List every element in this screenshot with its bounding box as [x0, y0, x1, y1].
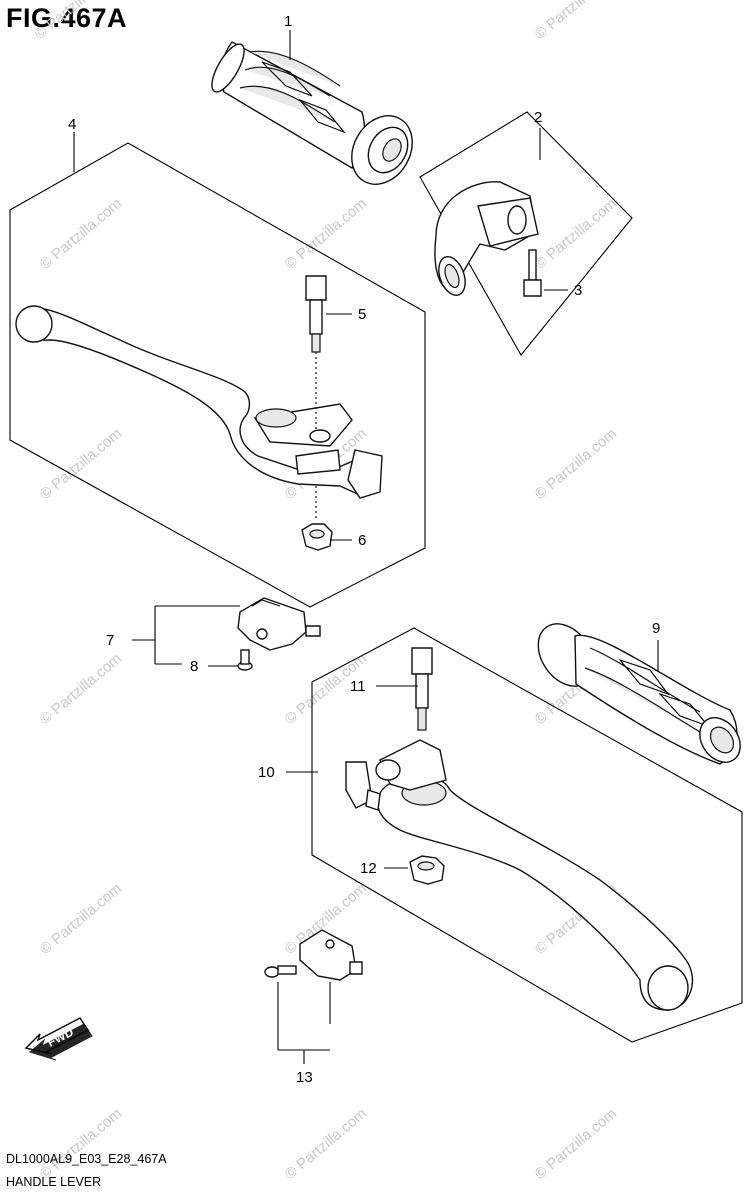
watermark: © Partzilla.com: [532, 195, 620, 273]
callout-3: 3: [574, 282, 582, 299]
stop-switch-icon[interactable]: [237, 597, 321, 651]
handlebar-grip-icon[interactable]: [527, 613, 749, 770]
watermark-layer: © Partzilla.com © Partzilla.com © Partzi…: [32, 0, 620, 1183]
callout-2: 2: [534, 109, 542, 126]
callout-10: 10: [258, 764, 275, 781]
callout-9: 9: [652, 620, 660, 637]
figure-title: FIG.467A: [6, 3, 128, 33]
callout-4: 4: [68, 116, 76, 133]
nut-icon[interactable]: [409, 855, 445, 885]
assembly-box-front-lever: [9, 142, 426, 608]
lever-holder-icon[interactable]: [434, 181, 539, 299]
callout-layer: 1 2 3 4 5 6 7 8 9 10 11 12 13: [68, 13, 660, 1086]
fwd-arrow-icon: FWD: [24, 1017, 93, 1061]
bolt-icon[interactable]: [264, 965, 297, 978]
bolt-icon[interactable]: [305, 275, 327, 430]
nut-icon[interactable]: [301, 486, 333, 551]
watermark: © Partzilla.com: [37, 880, 125, 958]
watermark: © Partzilla.com: [532, 425, 620, 503]
watermark: © Partzilla.com: [282, 1105, 370, 1183]
watermark: © Partzilla.com: [37, 650, 125, 728]
callout-6: 6: [358, 532, 366, 549]
callout-5: 5: [358, 306, 366, 323]
watermark: © Partzilla.com: [532, 1105, 620, 1183]
bolt-icon[interactable]: [237, 649, 253, 671]
callout-13: 13: [296, 1069, 313, 1086]
watermark: © Partzilla.com: [37, 1105, 125, 1183]
watermark: © Partzilla.com: [32, 0, 120, 43]
lever-icon[interactable]: [345, 739, 694, 1011]
watermark: © Partzilla.com: [282, 195, 370, 273]
figure-code: DL1000AL9_E03_E28_467A: [6, 1152, 167, 1166]
callout-12: 12: [360, 860, 377, 877]
callout-8: 8: [190, 658, 198, 675]
assembly-box-clutch-lever: [311, 627, 743, 1043]
watermark: © Partzilla.com: [532, 0, 620, 43]
callout-11: 11: [350, 678, 366, 695]
bolt-icon[interactable]: [411, 647, 433, 731]
handlebar-grip-icon[interactable]: [206, 40, 424, 196]
leader-lines: [73, 30, 659, 1064]
watermark: © Partzilla.com: [37, 195, 125, 273]
figure-name: HANDLE LEVER: [6, 1175, 102, 1189]
watermark: © Partzilla.com: [37, 425, 125, 503]
assembly-box-holder: [419, 111, 633, 356]
stop-switch-icon[interactable]: [299, 929, 363, 981]
bolt-icon[interactable]: [523, 249, 542, 297]
lever-icon[interactable]: [15, 305, 383, 499]
callout-1: 1: [284, 13, 292, 30]
callout-7: 7: [106, 632, 114, 649]
